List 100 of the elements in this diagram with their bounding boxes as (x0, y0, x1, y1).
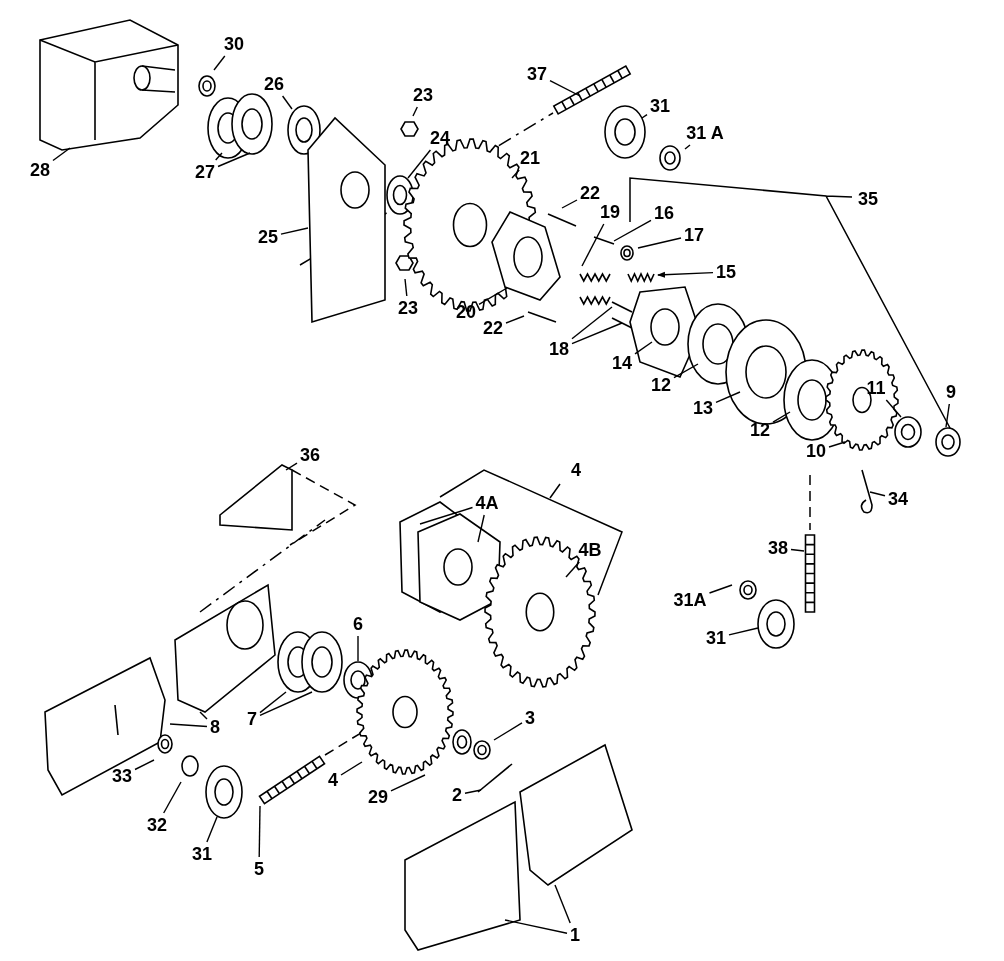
leader-line (790, 548, 805, 552)
leader-line (206, 816, 218, 843)
callout-number: 36 (299, 445, 321, 465)
leader-line (477, 514, 485, 543)
leader-line (634, 341, 653, 355)
callout-number: 4A (474, 493, 500, 513)
leader-line (390, 774, 426, 792)
callout-number: 28 (29, 160, 51, 180)
callout-number: 32 (146, 815, 168, 835)
callout-number: 11 (865, 378, 887, 398)
callout-number: 3 (524, 708, 536, 728)
callout-number: 23 (397, 298, 419, 318)
callout-number: 31 (191, 844, 213, 864)
leader-line (549, 80, 581, 97)
callout-number: 33 (111, 766, 133, 786)
leader-line (215, 152, 223, 161)
callout-number: 4 (570, 460, 582, 480)
leader-line (493, 722, 523, 741)
leader-line (869, 491, 886, 497)
leader-line (571, 306, 613, 340)
leader-line (505, 315, 525, 324)
leader-line (945, 403, 950, 428)
leader-line (715, 391, 741, 404)
leader-line (613, 219, 652, 242)
callout-number: 22 (482, 318, 504, 338)
leader-line (357, 635, 359, 662)
leader-line (163, 781, 182, 814)
leader-line (504, 919, 568, 934)
callout-number: 22 (579, 183, 601, 203)
callout-number: 12 (650, 375, 672, 395)
callout-number: 20 (455, 302, 477, 322)
callout-number: 14 (611, 353, 633, 373)
callout-number: 12 (749, 420, 771, 440)
callout-number: 31 A (685, 123, 725, 143)
leader-line (340, 761, 363, 776)
leader-line (258, 805, 261, 858)
callout-number: 31 (649, 96, 671, 116)
leader-line (637, 237, 682, 249)
callout-number: 10 (805, 441, 827, 461)
callout-number: 31 (705, 628, 727, 648)
leader-line (478, 287, 508, 306)
leader-line (199, 711, 208, 720)
leader-line (554, 884, 571, 924)
leader-line (259, 691, 313, 717)
callout-number: 37 (526, 64, 548, 84)
callout-number: 8 (209, 717, 221, 737)
leader-line (280, 227, 309, 235)
callout-number: 6 (352, 614, 364, 634)
leader-line (828, 441, 846, 448)
leader-line (259, 691, 287, 714)
callout-number: 16 (653, 203, 675, 223)
callout-number: 1 (569, 925, 581, 945)
callout-number: 23 (412, 85, 434, 105)
callout-number: 19 (599, 202, 621, 222)
callout-number: 17 (683, 225, 705, 245)
callout-number: 7 (246, 709, 258, 729)
leader-line (565, 561, 580, 578)
callout-number: 38 (767, 538, 789, 558)
leader-line (134, 759, 155, 771)
callout-number: 27 (194, 162, 216, 182)
callout-number: 13 (692, 398, 714, 418)
leader-line (708, 584, 733, 594)
callout-number: 15 (715, 262, 737, 282)
callout-number: 31A (672, 590, 708, 610)
callout-number: 24 (429, 128, 451, 148)
leader-line (673, 363, 699, 379)
leader-line (728, 627, 759, 636)
callout-number: 5 (253, 859, 265, 879)
callout-number: 25 (257, 227, 279, 247)
callout-number: 34 (887, 489, 909, 509)
leader-line (419, 506, 474, 525)
leader-line (641, 114, 648, 119)
callout-number: 35 (857, 189, 879, 209)
leader-line (885, 399, 902, 418)
leader-line (581, 223, 605, 267)
leader-line (772, 411, 791, 423)
callout-number: 4 (327, 770, 339, 790)
leader-line (464, 789, 482, 794)
leader-line (281, 95, 293, 110)
leader-line (169, 723, 208, 728)
callout-number: 4B (577, 540, 603, 560)
leader-line (571, 322, 623, 345)
leader-line (217, 152, 251, 168)
callout-number: 29 (367, 787, 389, 807)
callout-number: 30 (223, 34, 245, 54)
leader-line (407, 149, 432, 179)
leader-line (213, 55, 226, 71)
leader-line (52, 147, 71, 162)
leader-line (404, 278, 408, 297)
callout-number: 18 (548, 339, 570, 359)
leader-line (412, 106, 418, 117)
callout-number: 21 (519, 148, 541, 168)
callout-number: 2 (451, 785, 463, 805)
leader-line (511, 169, 520, 179)
leader-line (285, 462, 298, 471)
leader-line (657, 271, 714, 278)
leader-line (684, 144, 691, 150)
callout-number: 26 (263, 74, 285, 94)
callout-number: 9 (945, 382, 957, 402)
leader-line (561, 199, 578, 209)
